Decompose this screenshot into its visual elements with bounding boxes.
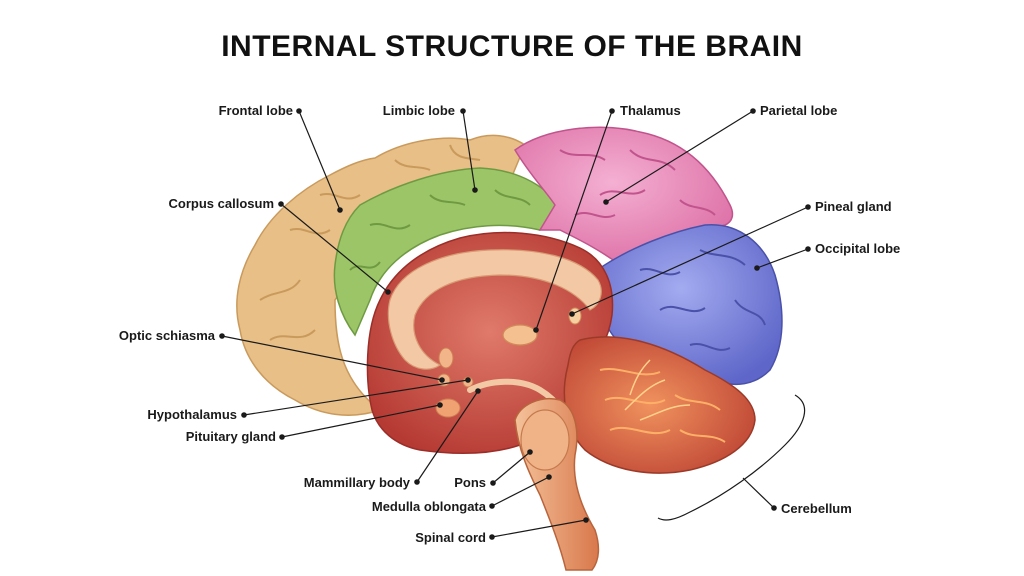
- label-parietal-lobe: Parietal lobe: [760, 103, 837, 118]
- label-thalamus: Thalamus: [620, 103, 681, 118]
- label-limbic-lobe: Limbic lobe: [383, 103, 455, 118]
- frontal-gyri: [259, 144, 481, 341]
- occipital-gyri: [639, 249, 766, 351]
- label-occipital-lobe: Occipital lobe: [815, 241, 900, 256]
- optic-chiasma-shape: [438, 347, 454, 369]
- pituitary-gland-shape: [435, 398, 461, 418]
- page-title: INTERNAL STRUCTURE OF THE BRAIN: [221, 30, 803, 63]
- arbor-vitae-branches: [624, 359, 691, 421]
- label-pineal-gland: Pineal gland: [815, 199, 892, 214]
- label-cerebellum: Cerebellum: [781, 501, 852, 516]
- leader-lines: [219, 108, 811, 540]
- parietal-lobe-region: [514, 126, 734, 266]
- label-pons: Pons: [454, 475, 486, 490]
- thalamus-shape: [502, 324, 538, 346]
- label-optic-schiasma: Optic schiasma: [119, 328, 216, 343]
- label-mammillary-body: Mammillary body: [304, 475, 411, 490]
- label-pituitary-gland: Pituitary gland: [186, 429, 276, 444]
- limbic-lobe-region: [333, 167, 561, 337]
- label-corpus-callosum: Corpus callosum: [169, 196, 274, 211]
- cerebellum-bracket: [657, 394, 806, 521]
- frontal-lobe-region: [236, 134, 526, 416]
- cerebellum-region: [563, 336, 756, 474]
- limbic-gyri: [349, 189, 531, 271]
- label-medulla-oblongata: Medulla oblongata: [372, 499, 487, 514]
- corpus-callosum-shape: [387, 249, 602, 370]
- parietal-gyri: [559, 149, 716, 218]
- label-hypothalamus: Hypothalamus: [147, 407, 237, 422]
- label-frontal-lobe: Frontal lobe: [219, 103, 293, 118]
- label-spinal-cord: Spinal cord: [415, 530, 486, 545]
- pons-shape: [520, 409, 570, 471]
